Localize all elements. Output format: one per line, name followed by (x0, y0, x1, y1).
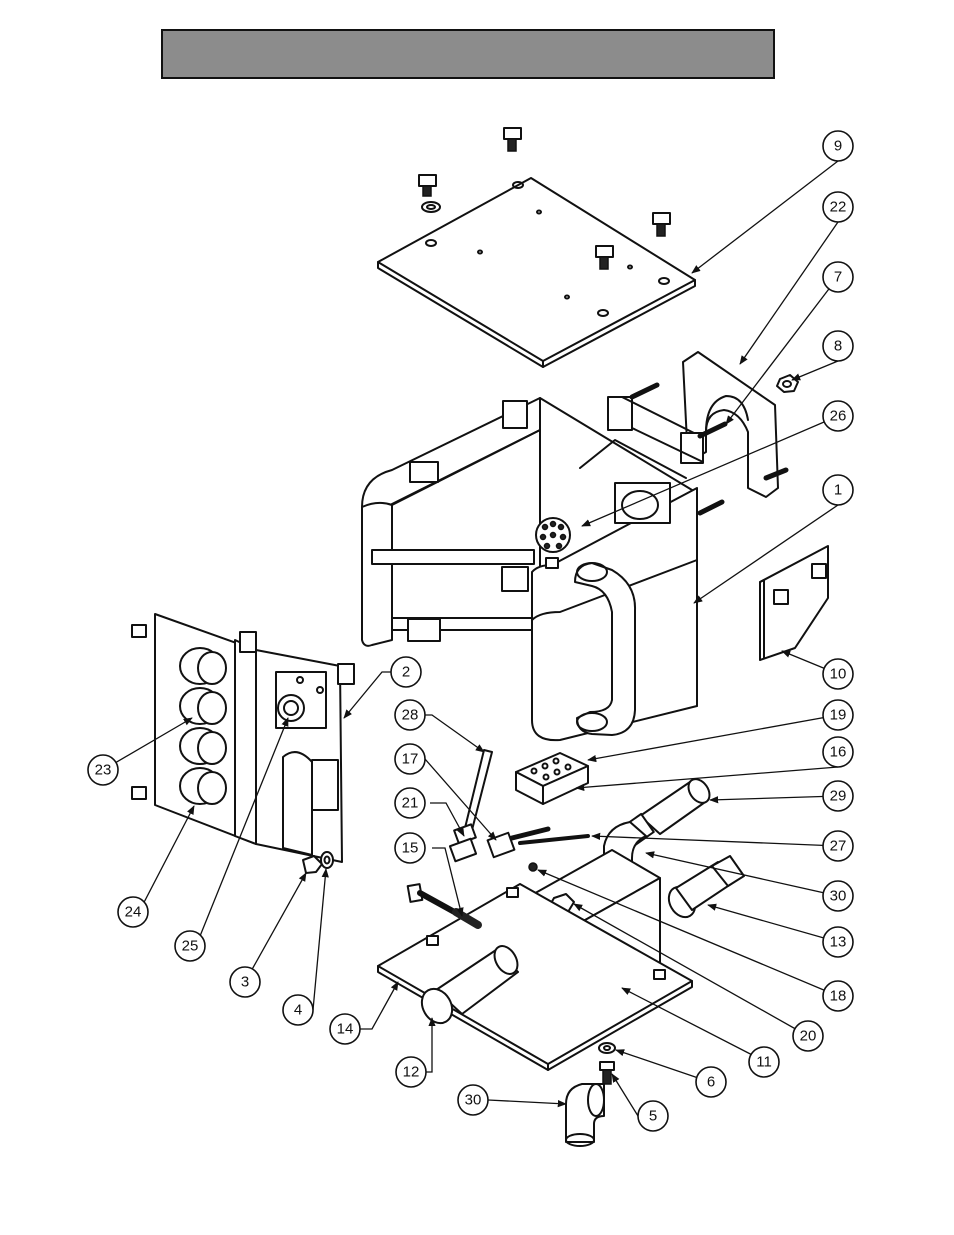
svg-text:27: 27 (830, 838, 847, 855)
callout-19: 19 (822, 699, 854, 731)
callout-30-upper: 30 (822, 880, 854, 912)
callout-8: 8 (822, 330, 854, 362)
svg-text:13: 13 (830, 934, 847, 951)
svg-text:10: 10 (830, 666, 847, 683)
svg-text:16: 16 (830, 744, 847, 761)
callout-5: 5 (637, 1100, 669, 1132)
svg-text:7: 7 (834, 269, 842, 286)
svg-text:8: 8 (834, 338, 842, 355)
callout-30-lower: 30 (457, 1084, 489, 1116)
title-bar (161, 29, 775, 79)
callout-17: 17 (394, 743, 426, 775)
svg-text:17: 17 (402, 751, 419, 768)
svg-text:29: 29 (830, 788, 847, 805)
callout-27: 27 (822, 830, 854, 862)
leader-lines (102, 160, 839, 1117)
callout-18: 18 (822, 980, 854, 1012)
svg-text:20: 20 (800, 1028, 817, 1045)
elbow-fitting-lower (565, 1083, 605, 1147)
frame-box (361, 397, 698, 742)
callout-22: 22 (822, 191, 854, 223)
manifold-block (515, 752, 589, 805)
svg-text:23: 23 (95, 762, 112, 779)
side-plate (759, 545, 829, 661)
channel-bracket (255, 649, 343, 863)
svg-text:19: 19 (830, 707, 847, 724)
svg-text:9: 9 (834, 138, 842, 155)
svg-text:28: 28 (402, 707, 419, 724)
svg-text:5: 5 (649, 1108, 657, 1125)
tube-and-elbow (448, 749, 493, 863)
svg-text:11: 11 (756, 1054, 772, 1071)
callout-26: 26 (822, 400, 854, 432)
small-screw-and-washer (302, 851, 334, 874)
callout-14: 14 (329, 1013, 361, 1045)
quick-coupling-right (667, 855, 745, 919)
small-plug (528, 862, 538, 872)
svg-text:30: 30 (465, 1092, 482, 1109)
callout-10: 10 (822, 658, 854, 690)
svg-text:24: 24 (125, 904, 142, 921)
callout-1: 1 (822, 474, 854, 506)
callout-bubbles: 1 2 3 4 5 6 7 8 9 10 11 12 13 14 15 16 1… (87, 130, 854, 1132)
svg-text:22: 22 (830, 199, 847, 216)
callout-9: 9 (822, 130, 854, 162)
quick-coupling-left (420, 945, 519, 1025)
callout-3: 3 (229, 966, 261, 998)
fitting-assembly (486, 826, 590, 859)
svg-text:4: 4 (294, 1002, 302, 1019)
top-bolts (418, 127, 671, 270)
svg-text:14: 14 (337, 1021, 354, 1038)
callout-28: 28 (394, 699, 426, 731)
callout-7: 7 (822, 261, 854, 293)
top-plate (377, 177, 696, 368)
callout-16: 16 (822, 736, 854, 768)
callout-12: 12 (395, 1056, 427, 1088)
studs (629, 382, 789, 516)
svg-text:21: 21 (402, 795, 419, 812)
svg-text:30: 30 (830, 888, 847, 905)
svg-text:2: 2 (402, 664, 410, 681)
svg-text:26: 26 (830, 408, 847, 425)
svg-text:15: 15 (402, 840, 419, 857)
callout-23: 23 (87, 754, 119, 786)
svg-text:25: 25 (182, 938, 199, 955)
svg-text:6: 6 (707, 1074, 715, 1091)
callout-11: 11 (748, 1046, 780, 1078)
callout-25: 25 (174, 930, 206, 962)
control-face-plate (131, 613, 355, 845)
svg-text:3: 3 (241, 974, 249, 991)
callout-21: 21 (394, 787, 426, 819)
svg-text:12: 12 (403, 1064, 420, 1081)
base-plate (377, 883, 693, 1071)
mount-bracket (607, 351, 779, 498)
callout-2: 2 (390, 656, 422, 688)
callout-13: 13 (822, 926, 854, 958)
callout-20: 20 (792, 1020, 824, 1052)
svg-text:1: 1 (834, 482, 842, 499)
callout-6: 6 (695, 1066, 727, 1098)
callout-4: 4 (282, 994, 314, 1026)
svg-text:18: 18 (830, 988, 847, 1005)
bottom-bolt-and-washer (598, 1042, 616, 1085)
callout-24: 24 (117, 896, 149, 928)
callout-15: 15 (394, 832, 426, 864)
long-bolt (406, 883, 482, 929)
nut (776, 374, 799, 393)
callout-29: 29 (822, 780, 854, 812)
circular-connector (535, 517, 571, 569)
